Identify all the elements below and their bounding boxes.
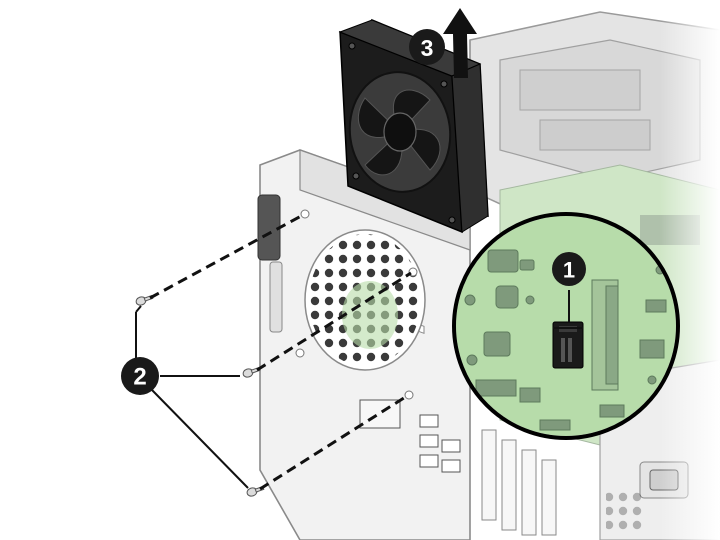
up-arrow-icon bbox=[443, 8, 477, 78]
callout-1-label: 1 bbox=[563, 258, 575, 283]
callout-3: 3 bbox=[409, 29, 445, 65]
callout-leader-lines bbox=[135, 290, 583, 489]
callout-1: 1 bbox=[552, 252, 586, 286]
callout-3-label: 3 bbox=[421, 35, 434, 61]
callout-2: 2 bbox=[121, 357, 159, 395]
screw-path-lines bbox=[149, 213, 412, 491]
screw-icon bbox=[135, 294, 265, 497]
fan-icon bbox=[338, 18, 489, 234]
callout-2-label: 2 bbox=[133, 364, 146, 391]
